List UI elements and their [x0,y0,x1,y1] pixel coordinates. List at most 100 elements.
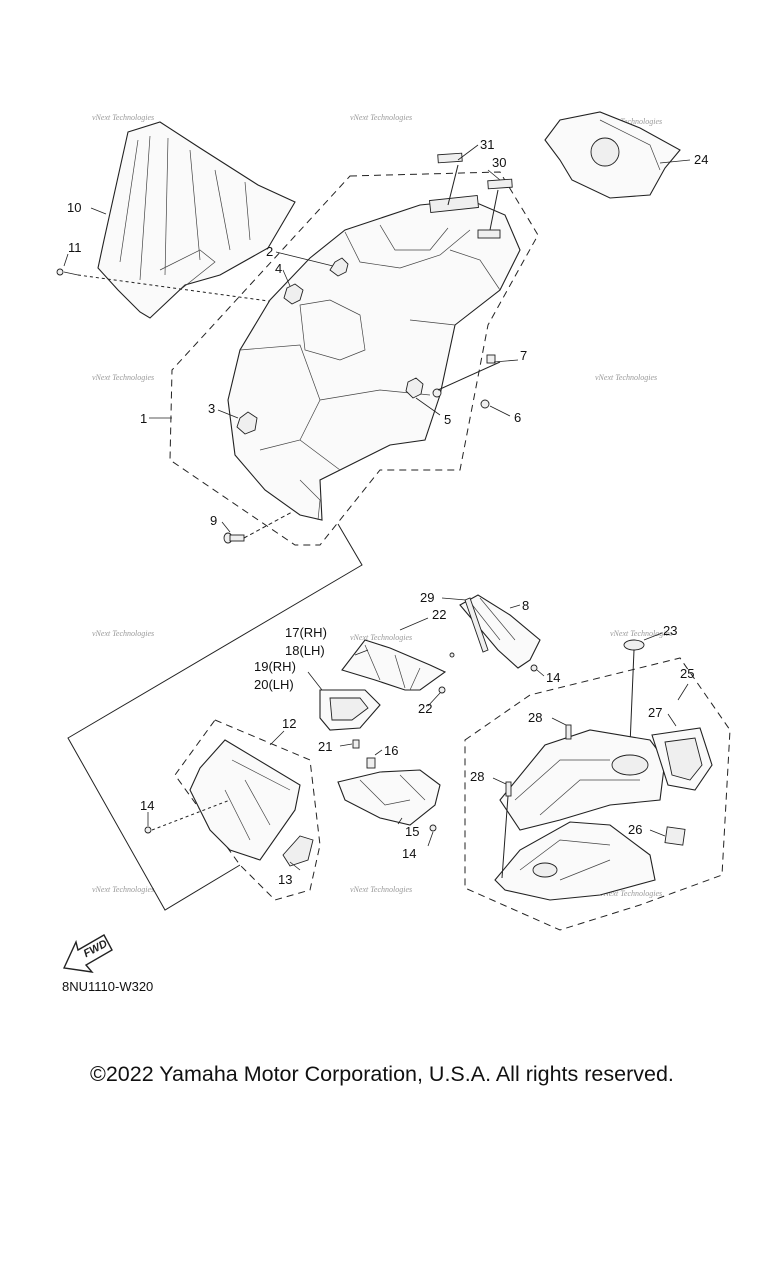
air-box-upper [499,729,666,831]
callout-14: 14 [402,846,416,861]
callout-23: 23 [663,623,677,638]
leader-line [427,692,441,707]
callout-25: 25 [680,666,694,681]
callout-10: 10 [67,200,81,215]
leader-line [659,159,691,164]
fwd-arrow-icon: FWD [62,934,113,973]
frame-part-19-20 [319,689,381,731]
bolt-part-9 [223,511,293,544]
callout-4: 4 [275,261,282,276]
callout-21: 21 [318,739,332,754]
clip [449,652,455,658]
leader-line [151,799,231,831]
watermark: vNext Technologies [92,113,154,122]
windshield-part-10 [97,121,296,319]
callout-14: 14 [546,670,560,685]
bolt-part-28 [565,724,572,740]
callout-2: 2 [266,244,273,259]
callout-5: 5 [444,412,451,427]
hood-part-1 [227,195,521,521]
callout-3: 3 [208,401,215,416]
watermark: vNext Technologies [600,117,662,126]
leader-line [415,397,441,416]
callout-9: 9 [210,513,217,528]
watermark: vNext Technologies [600,889,662,898]
watermark: vNext Technologies [350,113,412,122]
watermark: vNext Technologies [92,373,154,382]
grommet-part-6 [480,399,490,409]
callout-28: 28 [528,710,542,725]
callout-29: 29 [420,590,434,605]
leader-line [457,144,479,161]
callout-22: 22 [418,701,432,716]
watermark: vNext Technologies [92,885,154,894]
leader-line [289,861,301,871]
leader-line [275,251,334,267]
screw-part-14 [429,824,437,832]
leader-line [441,597,467,601]
clip-part-22 [438,686,446,694]
group-boundary-1 [169,171,539,546]
leader-line [667,713,677,727]
watermark: vNext Technologies [595,373,657,382]
callout-30: 30 [492,155,506,170]
leader-line [509,604,521,609]
watermark: vNext Technologies [350,633,412,642]
trim-part-29 [464,597,489,653]
leader-line [629,649,635,746]
leader-line [397,817,403,825]
callout-7: 7 [520,348,527,363]
gauge-cover-part-24 [544,111,681,199]
emblem-part-31 [437,152,463,164]
watermark: vNext Technologies [350,885,412,894]
screw-part-14 [530,664,538,672]
watermark: vNext Technologies [92,629,154,638]
watermarks: vNext Technologies vNext Technologies vN… [92,113,672,898]
decal-part-5 [405,377,424,399]
connector-line [67,523,363,911]
callout-15: 15 [405,824,419,839]
callout-12: 12 [282,716,296,731]
callout-27: 27 [648,705,662,720]
callout-20: 20(LH) [254,677,294,692]
callout-31: 31 [480,137,494,152]
nut-part-16 [366,757,376,769]
leader-line [90,207,107,215]
watermark: vNext Technologies [610,629,672,638]
leader-line [282,269,291,287]
leader-line [501,795,509,879]
filter-part-26 [664,826,686,846]
leader-line [489,189,499,231]
cap-part-23 [623,639,645,651]
leader-line [643,632,663,641]
callout-6: 6 [514,410,521,425]
callout-18: 18(LH) [285,643,325,658]
panel-part-17-18 [341,639,447,691]
bolt-part-21 [352,739,360,749]
leader-line [221,521,231,533]
copyright-notice: ©2022 Yamaha Motor Corporation, U.S.A. A… [90,1062,674,1086]
leader-line [551,717,567,726]
air-box-lower [494,821,656,901]
callout-16: 16 [384,743,398,758]
callout-19: 19(RH) [254,659,296,674]
callout-28: 28 [470,769,484,784]
side-panel-part-8 [459,594,541,669]
leader-line [447,164,459,206]
screw-part-14 [144,826,152,834]
leader-line [489,405,511,417]
callout-11: 11 [68,240,82,255]
callout-26: 26 [628,822,642,837]
callout-14: 14 [140,798,154,813]
callout-1: 1 [140,411,147,426]
clip-part-7 [486,354,519,364]
group-boundary-12 [174,719,321,901]
leader-line [677,683,689,701]
decal-part-4 [283,283,304,305]
callout-13: 13 [278,872,292,887]
bolt-part-28 [505,781,512,797]
pad-part-13 [282,835,314,867]
callout-17: 17(RH) [285,625,327,640]
leader-line [427,831,434,847]
